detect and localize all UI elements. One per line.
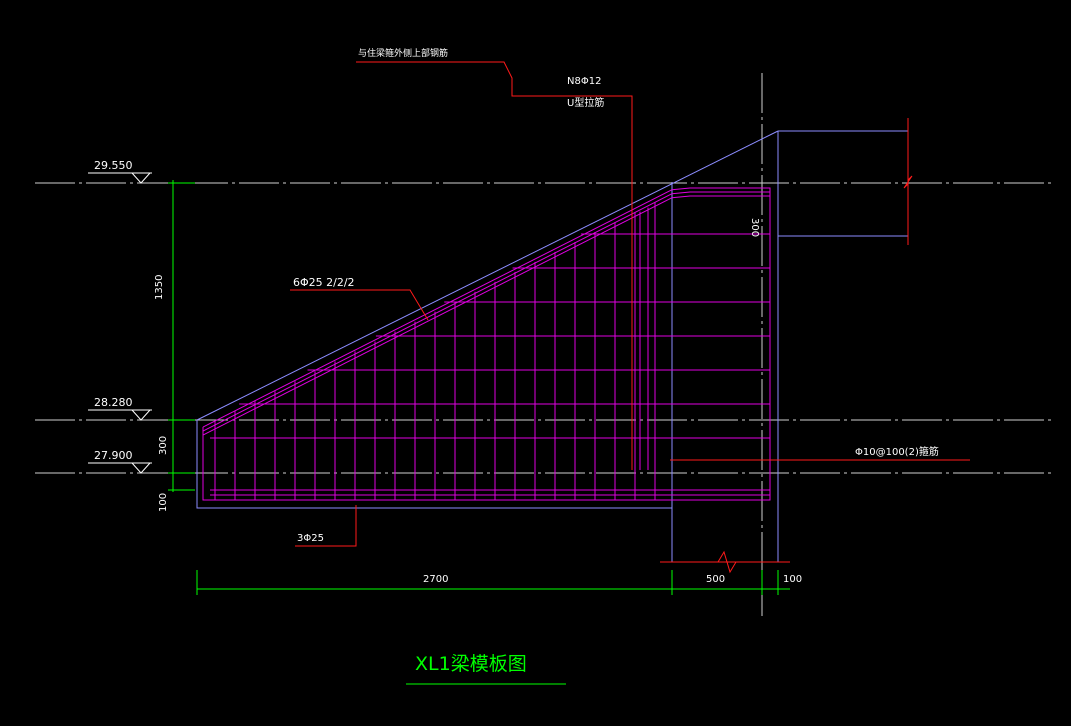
drawing-title: XL1梁模板图 [415, 653, 527, 675]
rebar-slope-bar-1 [202, 189, 673, 428]
rebar-cage [202, 187, 771, 501]
elevation-label-1: 29.550 [94, 159, 133, 172]
callout-bottom-bars: 3Φ25 [297, 533, 324, 544]
elevation-label-2: 28.280 [94, 396, 133, 409]
callout-right-dim: 300 [749, 218, 760, 237]
elevation-label-3: 27.900 [94, 449, 133, 462]
beam-outline-slope [196, 130, 779, 421]
dim-horizontal-3: 100 [783, 574, 802, 585]
callout-top-note: 与住梁箍外侧上部钢筋 [358, 47, 448, 59]
dim-horizontal-1: 2700 [423, 574, 448, 585]
vertical-dimension-chain [168, 180, 195, 492]
dim-vertical-3: 100 [158, 493, 169, 512]
rebar-loop-2 [202, 191, 771, 501]
break-mark-right [903, 175, 913, 189]
leader-bottom-bars [295, 505, 357, 547]
rebar-loop-3 [202, 195, 771, 501]
horizontal-dimension-chain [196, 570, 790, 595]
leader-top-note [356, 61, 633, 470]
callout-n-bar: N8Φ12 [567, 76, 601, 87]
dim-horizontal-2: 500 [706, 574, 725, 585]
beam-outline [196, 118, 913, 574]
dim-vertical-1: 1350 [154, 275, 165, 300]
elevation-lines [35, 182, 1052, 474]
elevation-marker-2: 28.280 [88, 396, 152, 421]
leader-slope-bars [290, 289, 429, 321]
callout-u-bar: U型拉筋 [567, 96, 604, 109]
dim-vertical-2: 300 [158, 436, 169, 455]
beam-outline-lower [196, 420, 673, 562]
leaders [290, 61, 970, 547]
callout-stirrups: Φ10@100(2)箍筋 [855, 445, 939, 458]
rebar-loop-1 [202, 187, 771, 501]
elevation-marker-3: 27.900 [88, 449, 152, 474]
callout-slope-bars: 6Φ25 2/2/2 [293, 276, 355, 289]
rebar-slope-bar-3 [202, 197, 673, 436]
elevation-marker-1: 29.550 [88, 159, 152, 184]
rebar-slope-bar-2 [202, 193, 673, 432]
break-mark-bottom [717, 550, 737, 574]
